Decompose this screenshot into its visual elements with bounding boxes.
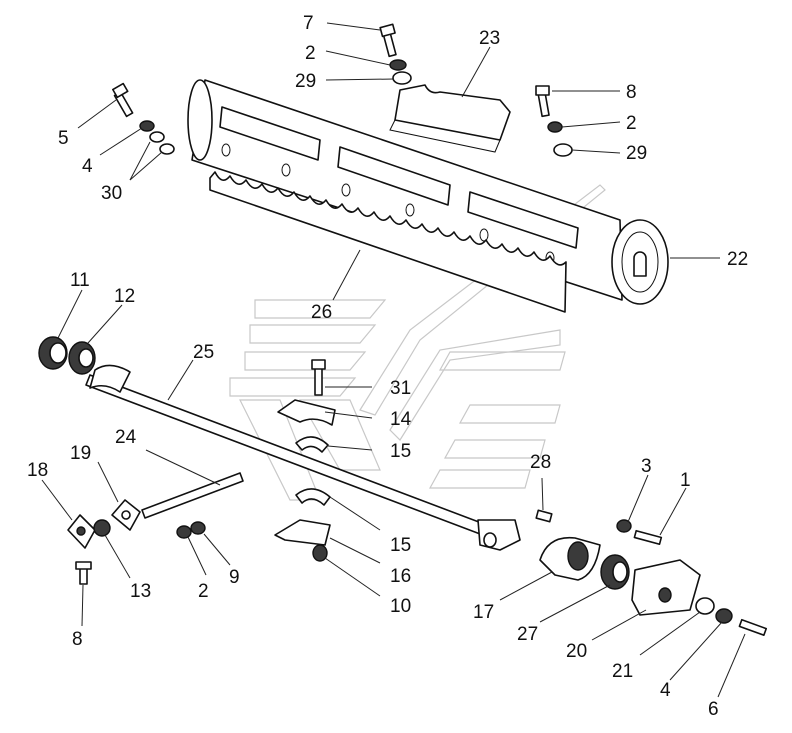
serrated-blade-26 — [209, 171, 567, 313]
callout-26: 26 — [311, 302, 332, 323]
callout-2: 2 — [626, 113, 637, 134]
callout-7: 7 — [303, 13, 314, 34]
callout-2: 2 — [198, 581, 209, 602]
callout-27: 27 — [517, 624, 538, 645]
bracket-23 — [389, 84, 511, 153]
callout-8: 8 — [72, 629, 83, 650]
callout-15: 15 — [390, 535, 411, 556]
callout-17: 17 — [473, 602, 494, 623]
callout-4: 4 — [82, 156, 93, 177]
callout-18: 18 — [27, 460, 48, 481]
callout-5: 5 — [58, 128, 69, 149]
callout-25: 25 — [193, 342, 214, 363]
callout-29: 29 — [295, 71, 316, 92]
callout-6: 6 — [708, 699, 719, 720]
callout-13: 13 — [130, 581, 151, 602]
callout-16: 16 — [390, 566, 411, 587]
callout-2: 2 — [305, 43, 316, 64]
callout-10: 10 — [390, 596, 411, 617]
callout-24: 24 — [115, 427, 137, 448]
callout-3: 3 — [641, 456, 652, 477]
bearings-11-12 — [38, 336, 96, 375]
drum-22 — [187, 79, 669, 305]
callout-1: 1 — [680, 470, 691, 491]
leader-lines — [41, 22, 746, 698]
callout-31: 31 — [390, 378, 411, 399]
callout-12: 12 — [114, 286, 135, 307]
shaft-25 — [85, 364, 521, 551]
callout-21: 21 — [612, 661, 633, 682]
callout-15: 15 — [390, 441, 411, 462]
callout-20: 20 — [566, 641, 587, 662]
callout-11: 11 — [70, 270, 90, 291]
right-end-parts — [535, 509, 768, 637]
callout-19: 19 — [70, 443, 91, 464]
left-end-parts — [67, 499, 206, 585]
callout-9: 9 — [229, 567, 240, 588]
rod-24 — [141, 472, 244, 519]
callout-4: 4 — [660, 680, 671, 701]
callout-22: 22 — [727, 249, 748, 270]
callout-23: 23 — [479, 28, 500, 49]
callout-28: 28 — [530, 452, 551, 473]
callout-30: 30 — [101, 183, 122, 204]
clamp-assembly — [274, 359, 336, 562]
callout-14: 14 — [390, 409, 412, 430]
callout-8: 8 — [626, 82, 637, 103]
top-fasteners — [112, 23, 573, 157]
callout-29: 29 — [626, 143, 647, 164]
callout-labels: 7 2 29 23 8 2 29 5 4 30 22 26 11 12 25 3… — [27, 13, 748, 720]
